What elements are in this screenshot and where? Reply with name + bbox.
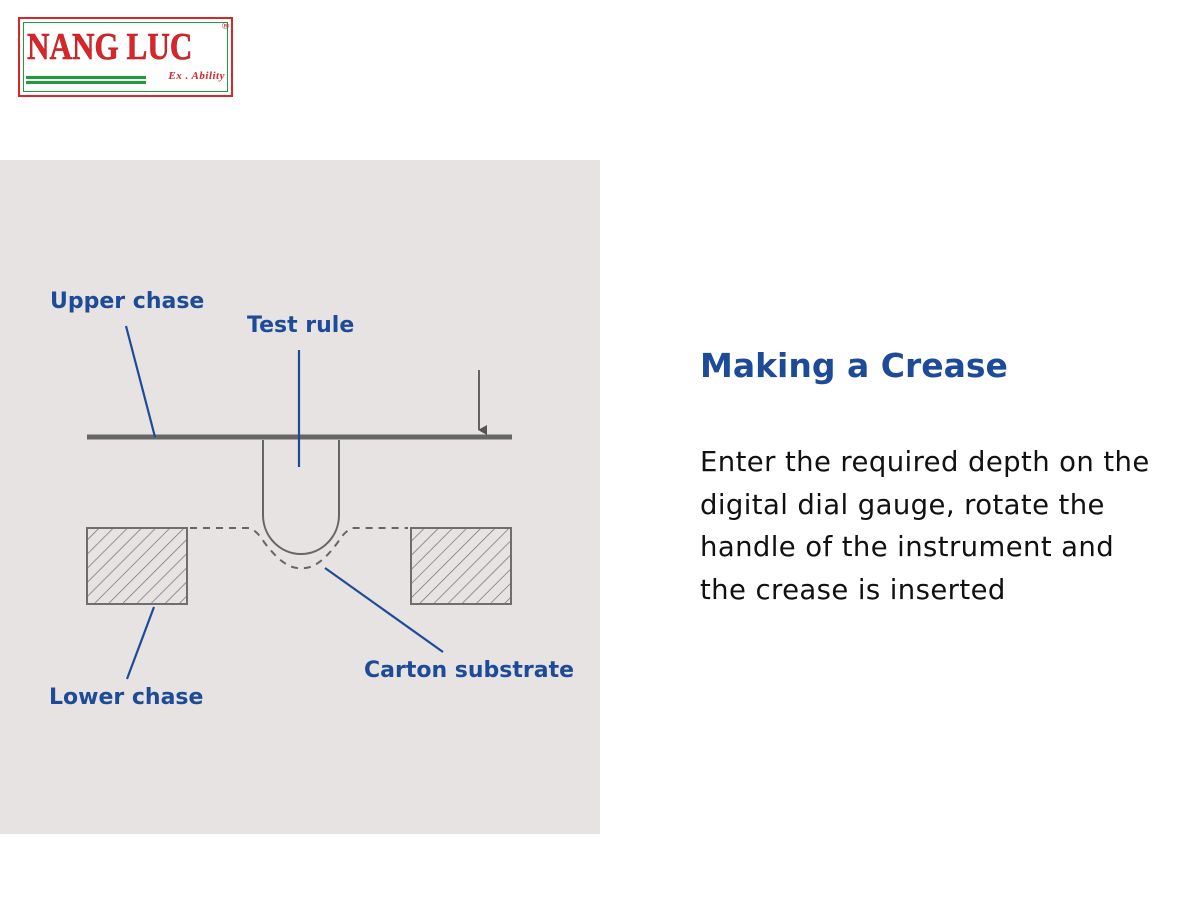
logo-stripe bbox=[26, 81, 146, 84]
label-carton-substrate: Carton substrate bbox=[364, 658, 574, 683]
label-lower-chase: Lower chase bbox=[49, 685, 203, 710]
crease-diagram-panel: Upper chase Test rule Lower chase Carton… bbox=[0, 160, 600, 834]
brand-logo: NANG LUC ® Ex . Ability bbox=[18, 17, 233, 97]
description-text: Enter the required depth on the digital … bbox=[700, 446, 1150, 606]
section-title: Making a Crease bbox=[700, 346, 1008, 385]
logo-stripe bbox=[26, 76, 146, 79]
label-upper-chase: Upper chase bbox=[50, 289, 204, 314]
lower-chase-leader bbox=[125, 606, 156, 680]
lower-chase-left-block bbox=[86, 527, 188, 605]
test-rule bbox=[262, 440, 340, 555]
upper-chase-leader bbox=[124, 325, 157, 438]
carton-substrate-line bbox=[190, 527, 408, 570]
logo-inner-border bbox=[23, 22, 228, 92]
logo-registered-mark: ® bbox=[221, 22, 230, 32]
logo-tagline: Ex . Ability bbox=[168, 70, 225, 82]
crease-diagram: Upper chase Test rule Lower chase Carton… bbox=[49, 289, 574, 710]
lower-chase-right-block bbox=[410, 527, 512, 605]
label-test-rule: Test rule bbox=[247, 313, 354, 338]
logo-wordmark: NANG LUC bbox=[27, 26, 193, 69]
carton-substrate-leader bbox=[324, 567, 444, 653]
